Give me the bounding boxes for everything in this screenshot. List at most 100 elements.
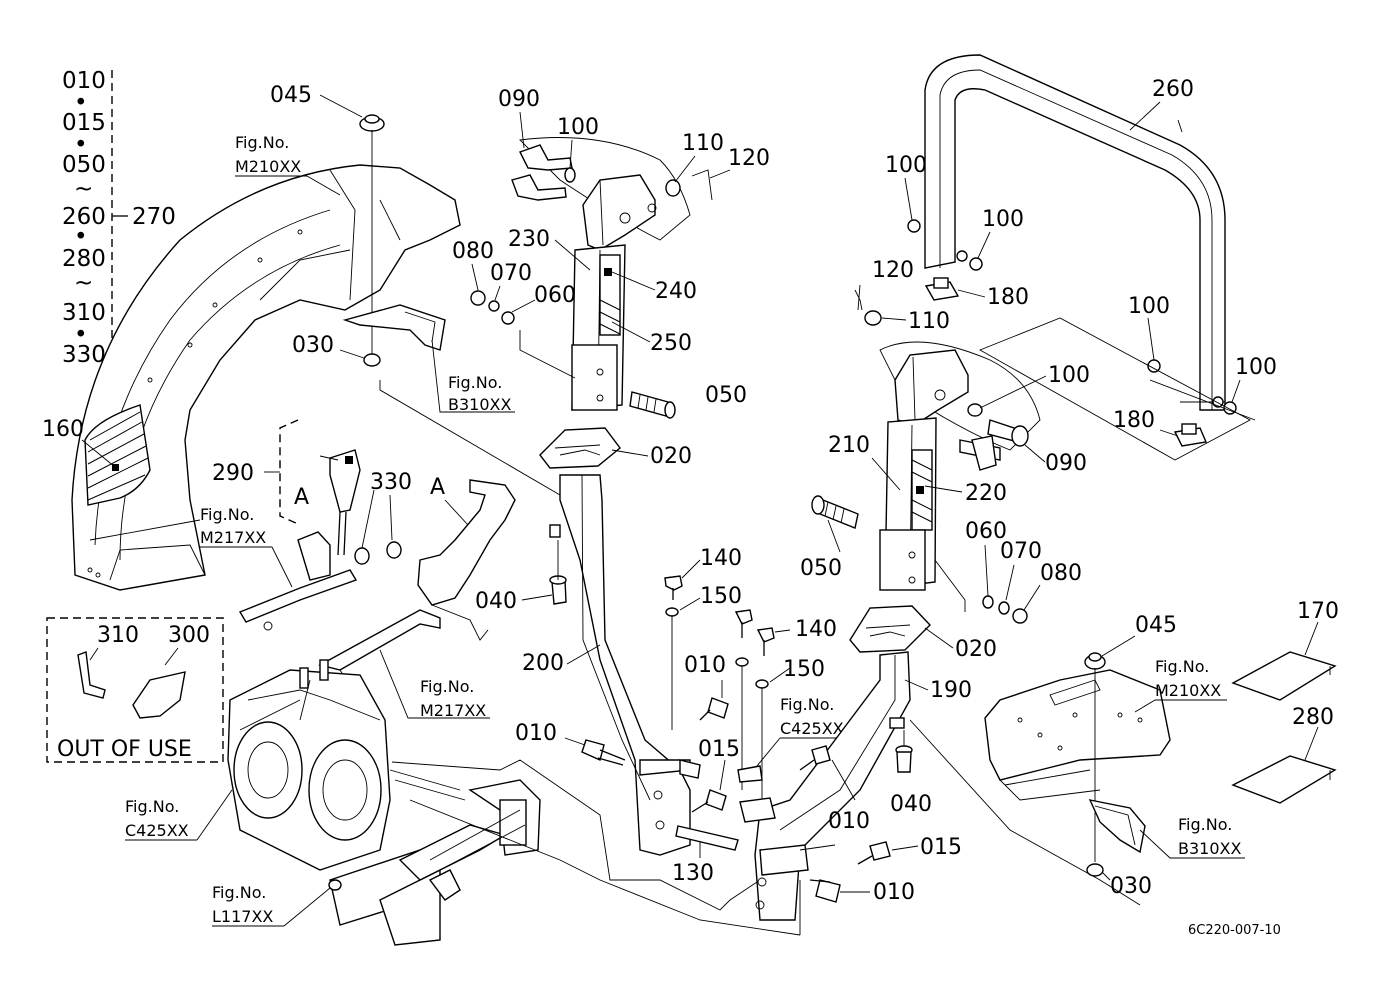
fig-ref-code: C425XX (125, 821, 189, 840)
fig-ref-code: M217XX (420, 701, 486, 720)
bolt-045-right (1084, 635, 1136, 862)
callout-180b: 180 (1113, 408, 1155, 433)
callout-220: 220 (965, 481, 1007, 506)
group-sep-1: • (74, 90, 88, 116)
callout-240: 240 (655, 279, 697, 304)
fig-ref-title: Fig.No. (1178, 815, 1232, 834)
bolts-010-015-right (799, 745, 919, 903)
group-label-330: 330 (62, 342, 106, 368)
callout-010d: 010 (873, 880, 915, 905)
lever-assembly: 290 A 330 (212, 419, 412, 631)
callout-100b: 100 (885, 153, 927, 178)
right-post-decal (911, 449, 933, 531)
callout-300: 300 (168, 623, 210, 648)
callout-045b: 045 (1135, 613, 1177, 638)
callout-050b: 050 (800, 556, 842, 581)
fig-ref-title: Fig.No. (448, 373, 502, 392)
right-rops-upper (811, 341, 1041, 612)
callout-290: 290 (212, 461, 254, 486)
fig-ref-m217-lower[interactable]: Fig.No. M217XX (379, 649, 490, 720)
callout-010a: 010 (515, 721, 557, 746)
callout-100e: 100 (1048, 363, 1090, 388)
callout-060b: 060 (965, 519, 1007, 544)
bracket-under-right-fender (1086, 799, 1146, 881)
roll-bar (924, 54, 1226, 411)
right-rops-bolts (854, 284, 1029, 624)
callout-070b: 070 (1000, 539, 1042, 564)
bolts-010-015-left (564, 680, 729, 813)
group-bracket: 010 • 015 • 050 ~ 260 • 280 ~ 310 • 330 … (62, 68, 176, 368)
fig-ref-title: Fig.No. (1155, 657, 1209, 676)
rollbar-fasteners (907, 219, 1237, 447)
callout-140b: 140 (795, 617, 837, 642)
fig-ref-title: Fig.No. (125, 797, 179, 816)
callout-015a: 015 (698, 737, 740, 762)
group-label-310: 310 (62, 300, 106, 326)
fig-ref-code: B310XX (448, 395, 511, 414)
callout-140a: 140 (700, 546, 742, 571)
callout-030: 030 (292, 333, 334, 358)
fig-ref-code: M210XX (235, 157, 301, 176)
callout-100f: 100 (1235, 355, 1277, 380)
left-fender (71, 164, 461, 591)
bracket-under-fender: 030 (292, 304, 446, 367)
fig-ref-c425-left[interactable]: Fig.No. C425XX (125, 789, 233, 841)
callout-330: 330 (370, 470, 412, 495)
fig-ref-b310-left[interactable]: Fig.No. B310XX (431, 339, 515, 414)
callout-100c: 100 (982, 207, 1024, 232)
callout-020a: 020 (650, 444, 692, 469)
callout-050a: 050 (705, 383, 747, 408)
bolt-140-left (664, 559, 701, 730)
rear-frame (328, 769, 541, 946)
out-of-use-box: 310 300 OUT OF USE (46, 617, 224, 763)
callout-280: 280 (1292, 705, 1334, 730)
fig-ref-code: C425XX (780, 719, 844, 738)
drawing-number: 6C220-007-10 (1188, 923, 1281, 938)
fig-ref-code: B310XX (1178, 839, 1241, 858)
bolt-040-right (895, 730, 913, 773)
fig-ref-l117[interactable]: Fig.No. L117XX (212, 883, 331, 927)
callout-150b: 150 (783, 657, 825, 682)
callout-015b: 015 (920, 835, 962, 860)
fig-ref-m210-right[interactable]: Fig.No. M210XX (1134, 657, 1227, 713)
left-rops-lower (539, 427, 739, 856)
fig-ref-b310-right[interactable]: Fig.No. B310XX (1139, 815, 1245, 859)
view-marker-a1: A (294, 485, 309, 510)
left-rops-upper (519, 137, 691, 419)
group-label-280: 280 (62, 246, 106, 272)
callout-120a: 120 (728, 146, 770, 171)
fig-ref-m210-left[interactable]: Fig.No. M210XX (235, 133, 341, 196)
callout-160: 160 (42, 417, 84, 442)
group-label-015: 015 (62, 110, 106, 136)
callout-010b: 010 (684, 653, 726, 678)
group-sep-6: • (74, 322, 88, 348)
group-label-010: 010 (62, 68, 106, 94)
callout-070a: 070 (490, 261, 532, 286)
callout-080b: 080 (1040, 561, 1082, 586)
group-label-050: 050 (62, 152, 106, 178)
callout-040a: 040 (475, 589, 517, 614)
fig-ref-c425-center[interactable]: Fig.No. C425XX (751, 695, 852, 773)
fig-ref-m217-upper[interactable]: Fig.No. M217XX (200, 505, 293, 588)
callout-090b: 090 (1045, 451, 1087, 476)
right-fender (984, 669, 1171, 801)
transmission-case (227, 659, 391, 871)
callout-200: 200 (522, 651, 564, 676)
group-sep-5: ~ (74, 270, 93, 296)
callout-040b: 040 (890, 792, 932, 817)
callout-260: 260 (1152, 77, 1194, 102)
fig-ref-title: Fig.No. (420, 677, 474, 696)
fig-ref-title: Fig.No. (212, 883, 266, 902)
fig-ref-title: Fig.No. (235, 133, 289, 152)
group-ref-270: 270 (132, 204, 176, 230)
decal-sheet-280 (1231, 726, 1337, 804)
callout-100d: 100 (1128, 294, 1170, 319)
callout-120b: 120 (872, 258, 914, 283)
callout-020b: 020 (955, 637, 997, 662)
group-sep-4: • (74, 224, 88, 250)
left-rops-bolts (470, 144, 713, 379)
callout-090a: 090 (498, 87, 540, 112)
out-of-use-label: OUT OF USE (57, 737, 192, 762)
fig-ref-code: M217XX (200, 528, 266, 547)
